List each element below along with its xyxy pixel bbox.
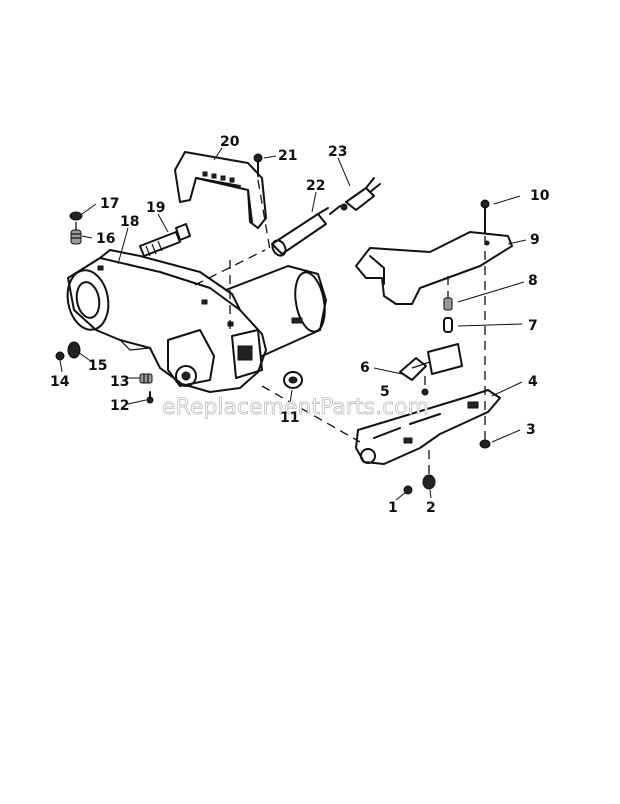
part-23-plug [329, 177, 381, 215]
part-2-nut [422, 474, 436, 490]
callout-8: 8 [528, 273, 538, 289]
part-6-switch [399, 343, 463, 381]
callout-2: 2 [426, 500, 436, 516]
callout-6: 6 [360, 360, 370, 376]
watermark-text: eReplacementParts.com [162, 395, 429, 420]
part-21-screw [253, 153, 263, 177]
part-10-screw [480, 199, 490, 233]
part-11-cap [283, 371, 303, 389]
callout-13: 13 [110, 374, 129, 390]
callout-1: 1 [388, 500, 398, 516]
callout-22: 22 [306, 178, 325, 194]
callout-5: 5 [380, 384, 390, 400]
part-17-nut [69, 211, 83, 221]
part-18-motor-housing [66, 249, 327, 393]
callout-labels: 20 21 23 22 10 9 8 7 6 5 4 3 1 2 11 13 1… [50, 134, 550, 516]
part-15-washer [67, 341, 81, 359]
part-12-screw [146, 391, 154, 404]
callout-4: 4 [528, 374, 538, 390]
callout-3: 3 [526, 422, 536, 438]
part-14-screw [55, 351, 65, 361]
callout-20: 20 [220, 134, 240, 150]
part-3-nut [479, 439, 491, 449]
part-19-bolt [139, 223, 191, 257]
leader-lines [59, 147, 527, 501]
part-8-spring [443, 297, 453, 311]
part-7-pin [443, 317, 453, 333]
callout-15: 15 [88, 358, 107, 374]
callout-14: 14 [50, 374, 70, 390]
callout-23: 23 [328, 144, 347, 160]
callout-17: 17 [100, 196, 119, 212]
callout-10: 10 [530, 188, 550, 204]
part-16-spring [70, 229, 82, 245]
assembly-lines [75, 179, 486, 476]
callout-19: 19 [146, 200, 165, 216]
part-20-handle [174, 151, 267, 229]
part-4-base-plate [355, 389, 501, 465]
callout-7: 7 [528, 318, 538, 334]
callout-11: 11 [280, 410, 299, 426]
part-13-spring [139, 373, 153, 384]
callout-16: 16 [96, 231, 115, 247]
callout-9: 9 [530, 232, 540, 248]
callout-21: 21 [278, 148, 297, 164]
part-5-screw [421, 388, 429, 396]
callout-12: 12 [110, 398, 129, 414]
part-22-cord-protector [271, 207, 329, 257]
callout-18: 18 [120, 214, 139, 230]
